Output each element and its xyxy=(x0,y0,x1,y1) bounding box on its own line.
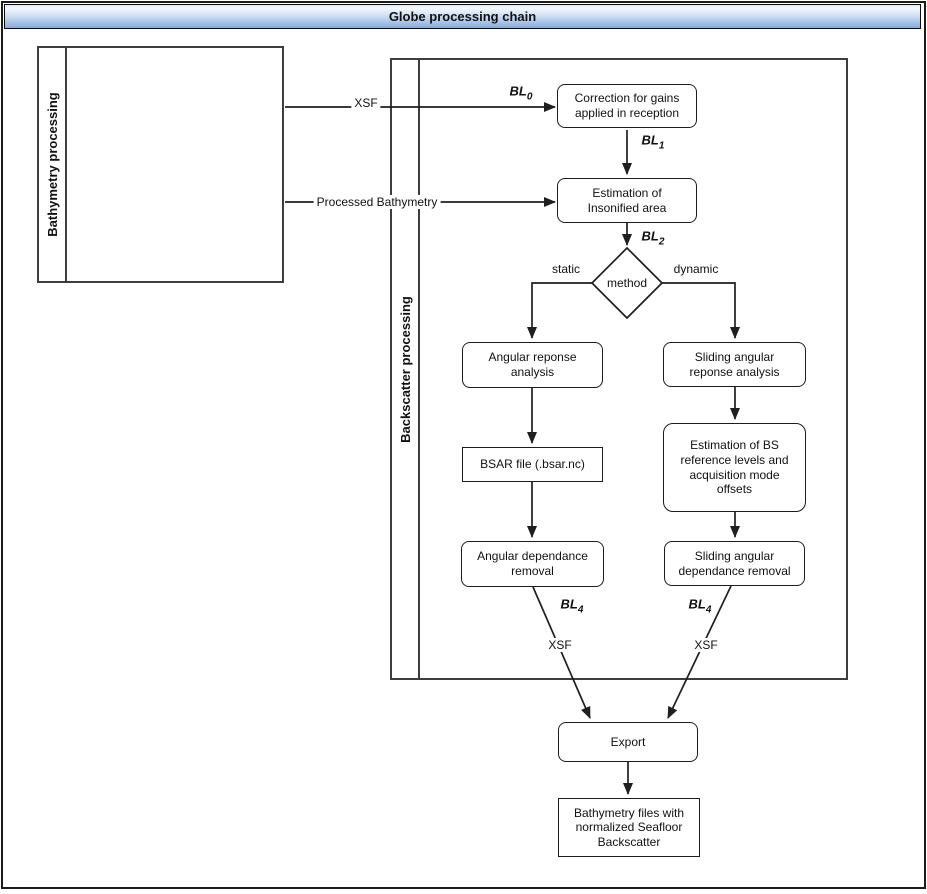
node-angular-response-analysis: Angular reponse analysis xyxy=(462,342,603,388)
label-bl1-sub: 1 xyxy=(658,140,665,152)
label-xsf-left: XSF xyxy=(545,638,575,652)
node-sliding-removal-text: Sliding angular dependance removal xyxy=(678,548,791,578)
edge-method-static-branch xyxy=(527,282,592,339)
node-export: Export xyxy=(558,722,698,762)
label-bl2-base: BL xyxy=(641,228,659,244)
node-angular-response-text: Angular reponse analysis xyxy=(488,350,577,379)
backscatter-processing-strip: Backscatter processing xyxy=(392,60,420,678)
bathymetry-processing-strip: Bathymetry processing xyxy=(39,48,67,281)
label-bl2-sub: 2 xyxy=(658,236,665,248)
node-sliding-angular-dependance-removal: Sliding angular dependance removal xyxy=(664,541,805,586)
label-bl1: BL1 xyxy=(642,133,665,152)
method-decision-diamond xyxy=(590,246,664,320)
label-bl0: BL0 xyxy=(510,84,533,103)
label-bl4-left-sub: 4 xyxy=(577,604,584,616)
node-bs-reference-text: Estimation of BS reference levels and ac… xyxy=(680,438,789,497)
node-correction-text: Correction for gains applied in receptio… xyxy=(574,91,680,120)
node-estimation-insonified-area: Estimation of Insonified area xyxy=(557,178,697,223)
label-bl1-base: BL xyxy=(641,132,659,148)
node-insonified-text: Estimation of Insonified area xyxy=(587,185,667,215)
node-correction-for-gains: Correction for gains applied in receptio… xyxy=(557,84,697,128)
diagram-title: Globe processing chain xyxy=(388,9,537,24)
node-bs-reference-levels: Estimation of BS reference levels and ac… xyxy=(663,423,806,512)
node-bsar-file: BSAR file (.bsar.nc) xyxy=(462,447,603,482)
node-sliding-response-text: Sliding angular reponse analysis xyxy=(689,349,780,379)
node-export-text: Export xyxy=(610,734,646,749)
label-bl4-right-base: BL xyxy=(688,596,706,612)
label-dynamic: dynamic xyxy=(673,262,719,276)
node-angular-removal-text: Angular dependance removal xyxy=(477,549,588,578)
method-diamond-label: method xyxy=(592,269,662,297)
edge-sliding-removal-to-export xyxy=(667,585,732,719)
node-output-files-text: Bathymetry files with normalized Seafloo… xyxy=(573,805,685,849)
bathymetry-processing-container: Bathymetry processing xyxy=(37,46,284,283)
edge-method-dynamic-branch xyxy=(661,282,740,339)
label-static: static xyxy=(551,262,581,276)
diagram-title-bar: Globe processing chain xyxy=(4,4,921,29)
label-bl4-left: BL4 xyxy=(561,597,584,616)
edge-angular-removal-to-export xyxy=(532,586,591,719)
label-xsf-top: XSF xyxy=(351,96,381,110)
label-bl4-right-sub: 4 xyxy=(705,604,712,616)
label-processed-bathymetry: Processed Bathymetry xyxy=(313,195,441,209)
label-bl2: BL2 xyxy=(642,229,665,248)
label-bl4-left-base: BL xyxy=(560,596,578,612)
label-bl0-base: BL xyxy=(509,83,527,99)
label-bl4-right: BL4 xyxy=(689,597,712,616)
node-sliding-angular-response-analysis: Sliding angular reponse analysis xyxy=(663,342,806,387)
node-output-files: Bathymetry files with normalized Seafloo… xyxy=(558,798,700,857)
node-angular-dependance-removal: Angular dependance removal xyxy=(461,541,604,587)
label-xsf-right: XSF xyxy=(691,638,721,652)
label-bl0-sub: 0 xyxy=(526,91,533,103)
node-bsar-file-text: BSAR file (.bsar.nc) xyxy=(480,457,585,472)
method-text: method xyxy=(606,276,648,290)
